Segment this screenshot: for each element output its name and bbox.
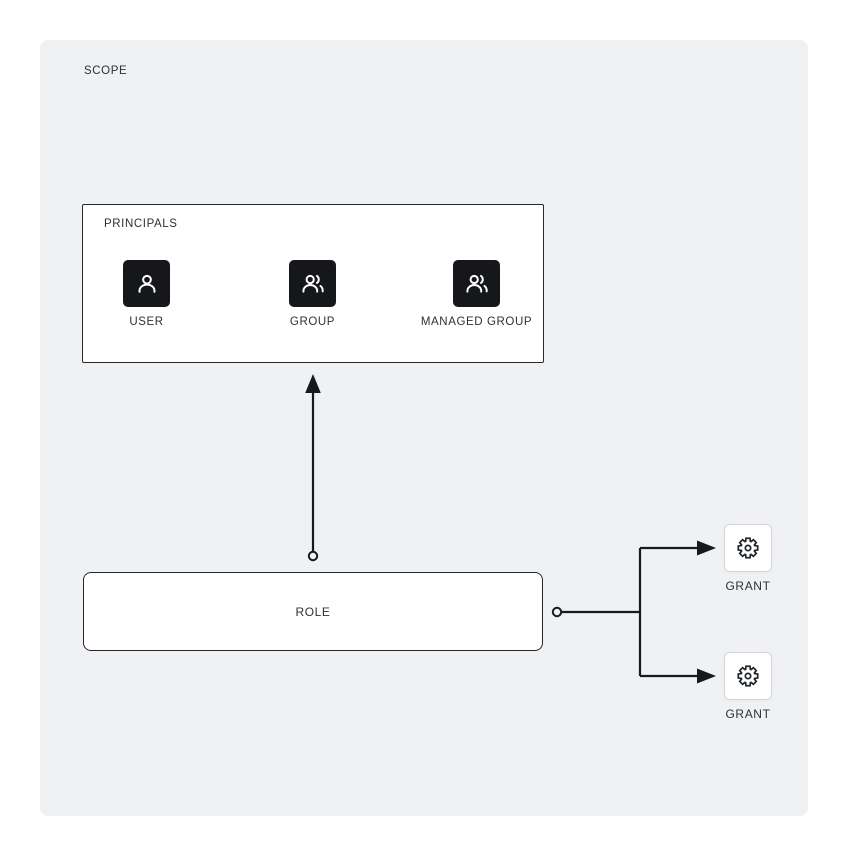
managed-group-tile [453, 260, 500, 307]
user-tile [123, 260, 170, 307]
group-label: GROUP [289, 316, 336, 328]
grant-label: GRANT [725, 707, 771, 721]
managed-group-label: MANAGED GROUP [420, 316, 533, 328]
role-label: ROLE [295, 604, 331, 619]
group-icon [301, 274, 324, 293]
user-icon [138, 274, 155, 293]
group-tile [289, 260, 336, 307]
gear-icon [737, 537, 759, 559]
scope-container [40, 40, 808, 816]
scope-label: SCOPE [84, 65, 128, 77]
grant-card [724, 652, 772, 700]
grant-card [724, 524, 772, 572]
user-label: USER [129, 316, 164, 328]
role-box: ROLE [83, 572, 543, 651]
principals-title: PRINCIPALS [104, 218, 178, 230]
gear-icon [737, 665, 759, 687]
grant-label: GRANT [725, 579, 771, 593]
group-icon [465, 274, 488, 293]
